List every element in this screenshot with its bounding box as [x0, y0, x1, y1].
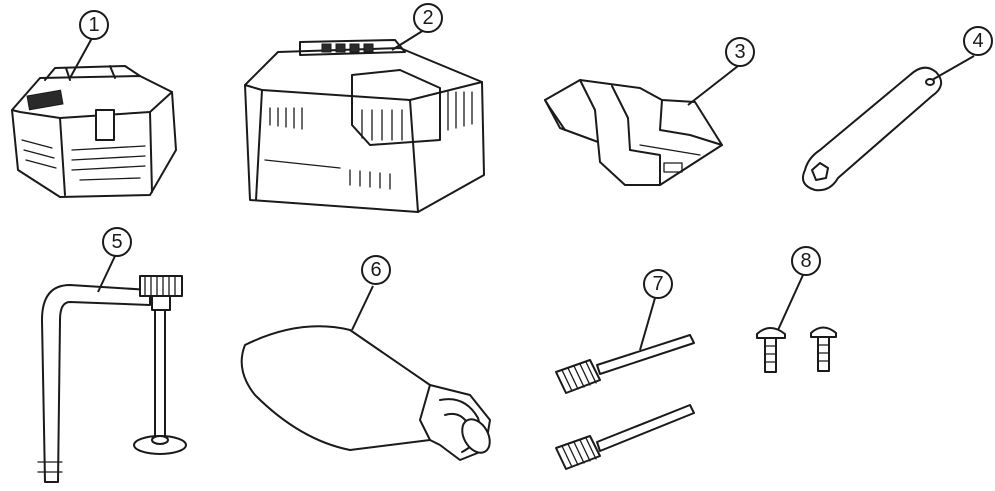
part-1-battery — [11, 65, 177, 198]
thumb-screw-lower — [555, 404, 695, 470]
part-7-thumb-screws — [555, 334, 695, 470]
callout-1: 1 — [79, 10, 109, 40]
screw-right — [810, 326, 837, 372]
callout-number: 1 — [88, 14, 99, 36]
part-2-charger — [244, 39, 485, 213]
callout-number: 8 — [800, 250, 811, 272]
callout-number: 3 — [734, 41, 745, 63]
part-6-oil-bottle — [240, 325, 491, 461]
part-3-cover — [544, 79, 723, 186]
thumb-screw-upper — [555, 334, 695, 394]
callout-6: 6 — [361, 255, 391, 285]
callout-number: 6 — [370, 259, 381, 281]
part-4-wrench — [802, 66, 943, 192]
part-8-screws — [756, 326, 837, 373]
callout-4: 4 — [963, 26, 993, 56]
callout-8: 8 — [791, 246, 821, 276]
callout-number: 7 — [652, 273, 663, 295]
callout-5: 5 — [102, 227, 132, 257]
callout-number: 2 — [422, 7, 433, 29]
callout-number: 5 — [111, 231, 122, 253]
part-5-rod — [37, 275, 187, 483]
callout-2: 2 — [413, 3, 443, 33]
callout-3: 3 — [725, 37, 755, 67]
screw-left — [756, 327, 786, 373]
leader-lines — [69, 29, 975, 351]
callout-7: 7 — [643, 269, 673, 299]
callout-number: 4 — [972, 30, 983, 52]
